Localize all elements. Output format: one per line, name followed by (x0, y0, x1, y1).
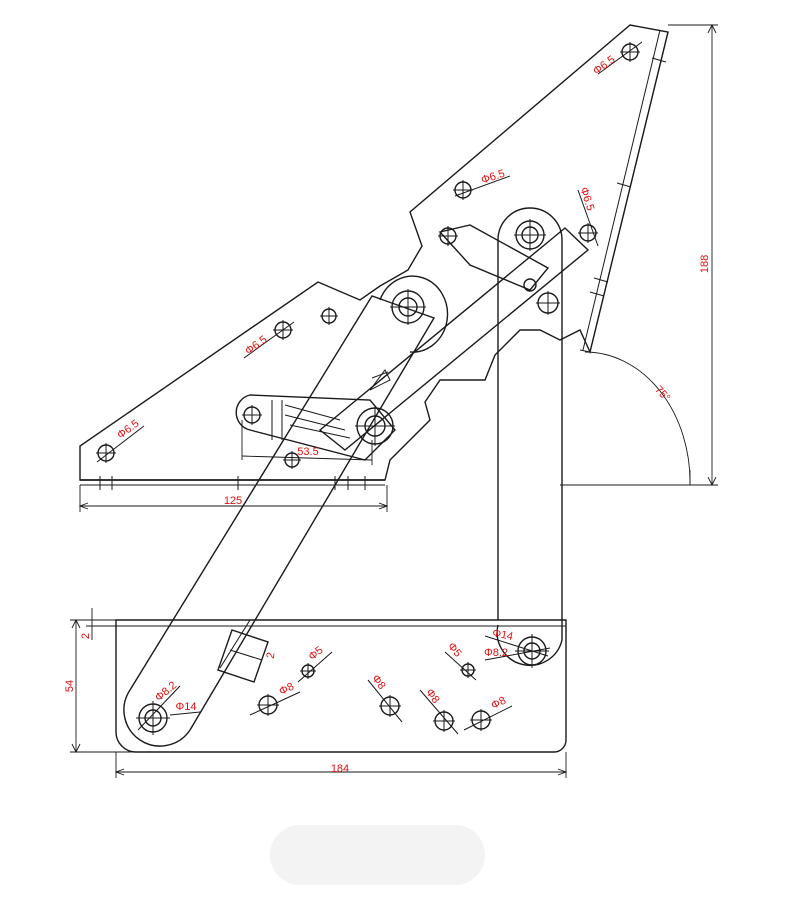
upper-plate-edge-flange-inner (582, 29, 661, 351)
label-hole-8-c: Φ8 (423, 687, 441, 706)
upper-plate-outline (79, 24, 669, 481)
swing-arm-right (496, 207, 563, 667)
dim-angle-75: 75° (652, 384, 672, 404)
hole-markers (97, 43, 639, 733)
hole-labels: Φ6.5 Φ6.5 Φ6.5 Φ6.5 Φ6.5 Φ8.2 Φ14 Φ14 Φ8… (115, 54, 618, 713)
label-hole-8-b: Φ8 (369, 673, 387, 692)
label-hole-top-right: Φ6.5 (591, 54, 618, 78)
dimension-lines (70, 23, 718, 778)
dim-54: 54 (64, 680, 76, 692)
label-hole-right-vertical: Φ6.5 (577, 186, 596, 213)
label-hole-br-outer: Φ14 (491, 627, 514, 643)
label-hole-bl-outer: Φ14 (175, 701, 196, 713)
dim-125: 125 (224, 495, 242, 507)
swing-arm-left (123, 295, 436, 747)
base-tick-marks (99, 57, 667, 490)
label-hole-small-b: Φ5 (445, 641, 464, 660)
label-hole-left-middle: Φ6.5 (243, 334, 270, 358)
label-hole-upper-middle: Φ6.5 (480, 168, 507, 187)
label-hole-8-a: Φ8 (277, 681, 296, 698)
label-hole-8-d: Φ8 (489, 695, 508, 712)
main-pivot-lobe (379, 275, 449, 353)
link-arm (318, 224, 590, 451)
stop-block (217, 629, 269, 683)
upper-plate-edge-flange (589, 31, 669, 353)
spring-assembly (235, 369, 396, 461)
dimension-labels: 188 125 53.5 184 54 2 2 75° (64, 255, 711, 775)
dim-53-5: 53.5 (297, 446, 318, 458)
label-hole-br-inner: Φ8.2 (484, 647, 508, 659)
watermark-blur (270, 825, 485, 885)
dim-2-block: 2 (265, 651, 278, 659)
dim-184: 184 (331, 763, 349, 775)
dim-188: 188 (699, 255, 711, 273)
hole-crosshairs (96, 42, 640, 735)
callout-leaders (96, 41, 643, 735)
dim-2-plate: 2 (80, 633, 92, 639)
